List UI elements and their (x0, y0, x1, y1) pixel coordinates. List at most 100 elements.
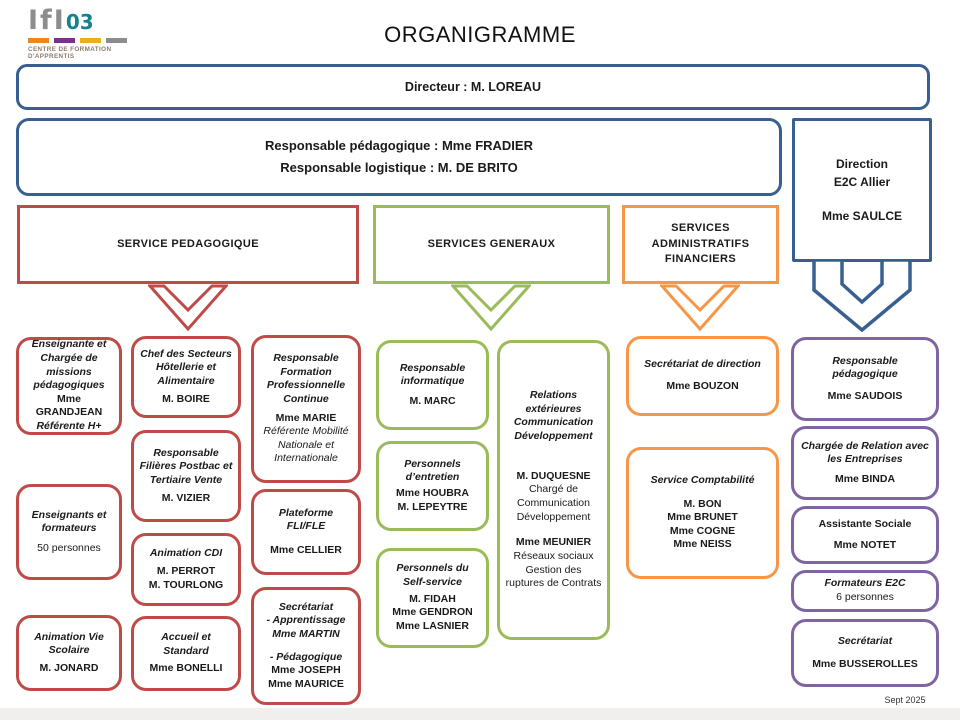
card-enseignante-grandjean: Enseignante et Chargée de missions pédag… (16, 337, 122, 435)
card-line: Assistante Sociale (818, 517, 912, 530)
logo-bar (106, 38, 127, 43)
card-line-spacer (795, 191, 929, 207)
header-services-generaux: SERVICES GENERAUX (373, 205, 610, 284)
logo: IfI03 CENTRE DE FORMATION D'APPRENTIS (28, 5, 148, 60)
card-line: M. FIDAH (409, 592, 456, 605)
card-line: M. BOIRE (162, 392, 210, 405)
card-line: Mme SAUDOIS (827, 389, 903, 402)
card-line: Mme JOSEPH (271, 664, 341, 677)
arrow-down-e2c-icon (800, 260, 924, 332)
card-line: Relations extérieures Communication Déve… (513, 389, 594, 443)
card-line: Direction (835, 157, 888, 171)
card-line: M. BON (683, 497, 722, 510)
card-line: Personnels du Self-service (396, 562, 469, 589)
card-line: Mme BINDA (834, 472, 896, 485)
card-filieres-postbac-vizier: Responsable Filières Postbac et Tertiair… (131, 430, 241, 522)
card-line: Mme BRUNET (667, 511, 738, 524)
card-line: M. JONARD (39, 661, 99, 674)
card-line: Mme MARIE (275, 411, 337, 424)
card-line: Réseaux sociaux Gestion des ruptures de … (505, 549, 602, 590)
director-box: Directeur : M. LOREAU (16, 64, 930, 110)
card-line: M. PERROT (156, 565, 216, 578)
card-line: Animation Vie Scolaire (34, 630, 104, 657)
card-line-spacer (799, 532, 931, 539)
card-line: Secrétariat (837, 634, 893, 647)
card-line: Chef des Secteurs Hôtellerie et Alimenta… (140, 347, 232, 387)
responsable-logistique-label: Responsable logistique : M. DE BRITO (280, 160, 518, 175)
card-line: Mme GENDRON (392, 606, 473, 619)
logo-bar (80, 38, 101, 43)
card-line-spacer (505, 444, 602, 470)
card-line: Chargée de Relation avec les Entreprises (801, 439, 929, 466)
card-line: E2C Allier (833, 175, 891, 189)
card-line: Mme GRANDJEAN (35, 392, 103, 419)
card-line-spacer (505, 524, 602, 536)
card-line-spacer (259, 642, 353, 651)
card-chef-secteurs-boire: Chef des Secteurs Hôtellerie et Alimenta… (131, 336, 241, 418)
card-line: 50 personnes (37, 541, 101, 554)
logo-bar (54, 38, 75, 43)
card-line: Service Comptabilité (650, 473, 755, 486)
card-line: Accueil et Standard (161, 631, 211, 657)
logo-letters: IfI03 (28, 5, 148, 36)
card-line-spacer (634, 488, 771, 498)
logo-caption: CENTRE DE FORMATION D'APPRENTIS (28, 46, 112, 60)
card-line: - Pédagogique (269, 650, 343, 663)
card-line: Référente H+ (36, 420, 102, 433)
arrow-down-generaux-icon (451, 284, 531, 332)
card-line-spacer (259, 534, 353, 544)
card-line: M. VIZIER (161, 491, 211, 504)
card-formation-continue-marie: Responsable Formation Professionnelle Co… (251, 335, 361, 483)
card-line: SERVICES (671, 221, 730, 234)
card-line: Mme MARTIN (272, 627, 340, 640)
card-line: Secrétariat (278, 600, 334, 613)
arrow-down-administratifs-icon (660, 284, 740, 332)
header-service-pedagogique: SERVICE PEDAGOGIQUE (17, 205, 359, 284)
card-line: Enseignants et formateurs (31, 508, 107, 535)
card-line: Mme COGNE (669, 524, 736, 537)
page-title: ORGANIGRAMME (384, 22, 576, 47)
card-line-spacer (799, 649, 931, 658)
card-line: Responsable Filières Postbac et Tertiair… (139, 446, 233, 486)
card-line: Responsable pédagogique (832, 354, 898, 381)
card-line: Mme BUSSEROLLES (812, 657, 918, 670)
card-line: Enseignante et Chargée de missions pédag… (31, 338, 107, 392)
logo-bars (28, 38, 148, 43)
director-label: Directeur : M. LOREAU (404, 80, 542, 94)
card-line: 6 personnes (836, 591, 894, 603)
card-relations-exterieures: Relations extérieures Communication Déve… (497, 340, 610, 640)
card-line: M. MARC (409, 394, 456, 407)
logo-text: IfI (28, 5, 66, 36)
card-line: ADMINISTRATIFS (651, 237, 750, 250)
arrow-down-pedagogique-icon (148, 284, 228, 332)
card-line: Mme MAURICE (268, 677, 344, 690)
card-line-spacer (799, 382, 931, 390)
card-line: Personnels d’entretien (404, 457, 461, 484)
card-line: - Apprentissage (266, 614, 346, 627)
card-line: Mme BOUZON (666, 380, 739, 392)
responsables-box: Responsable pédagogique : Mme FRADIER Re… (16, 118, 782, 196)
card-line: Mme SAULCE (821, 209, 902, 223)
card-line: SERVICES GENERAUX (427, 237, 556, 250)
date-label: Sept 2025 (884, 695, 926, 705)
card-line: Plateforme FLI/FLE (278, 506, 334, 533)
card-line: Mme MEUNIER (515, 536, 592, 549)
card-line: M. LEPEYTRE (397, 500, 468, 513)
card-chargee-relation-entreprises: Chargée de Relation avec les Entreprises… (791, 426, 939, 500)
card-enseignants-formateurs: Enseignants et formateurs 50 personnes (16, 484, 122, 580)
logo-number: 03 (65, 10, 94, 34)
card-animation-vie-scolaire: Animation Vie Scolaire M. JONARD (16, 615, 122, 691)
